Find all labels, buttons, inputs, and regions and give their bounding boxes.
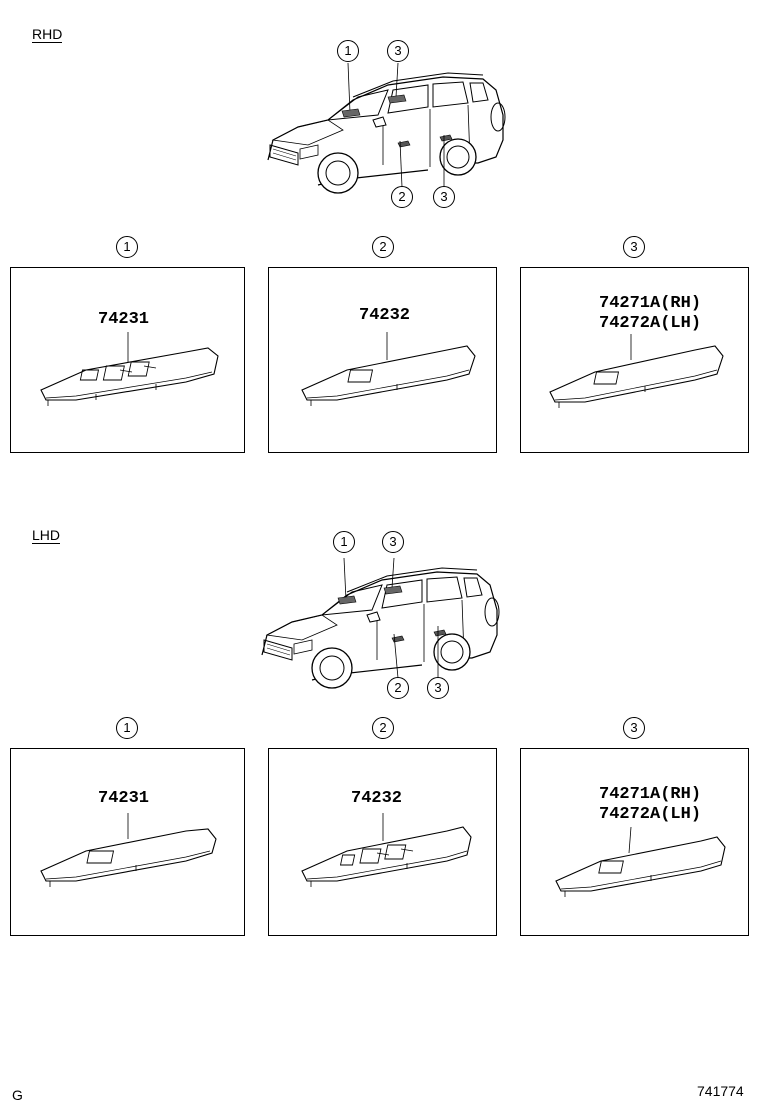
part-panel-rhd-2: 74232 (268, 267, 497, 453)
door-switch-icon (301, 332, 476, 406)
part-panel-rhd-1: 74231 (10, 267, 245, 453)
car-illustration-rhd (267, 62, 506, 194)
part-panel-rhd-3: 74271A(RH) 74272A(LH) (520, 267, 749, 453)
door-switch-icon (40, 813, 217, 887)
panel-callout-1: 1 (116, 236, 138, 258)
part-number-rh: 74271A(RH) (599, 785, 702, 804)
section-label-lhd: LHD (32, 527, 61, 544)
part-number: 74232 (351, 789, 403, 808)
diagram-number: 741774 (697, 1083, 744, 1099)
door-switch-icon (549, 334, 724, 408)
car-callout-1: 1 (337, 40, 359, 62)
part-number-rh: 74271A(RH) (599, 294, 702, 313)
panel-callout-3: 3 (623, 236, 645, 258)
master-switch-icon (301, 813, 472, 887)
footer-left-code: G (12, 1087, 23, 1103)
part-number-lh: 74272A(LH) (599, 805, 702, 824)
car-callout-3b: 3 (427, 677, 449, 699)
part-panel-lhd-1: 74231 (10, 748, 245, 936)
part-number: 74231 (98, 310, 150, 329)
section-label-rhd: RHD (32, 26, 63, 43)
panel-callout-1: 1 (116, 717, 138, 739)
car-callout-3: 3 (387, 40, 409, 62)
car-callout-2: 2 (391, 186, 413, 208)
part-number: 74232 (359, 306, 411, 325)
part-number: 74231 (98, 789, 150, 808)
car-callout-2: 2 (387, 677, 409, 699)
car-callout-3: 3 (382, 531, 404, 553)
door-switch-icon (555, 826, 726, 897)
car-illustration-lhd (261, 557, 500, 689)
part-number-lh: 74272A(LH) (599, 314, 702, 333)
car-callout-3b: 3 (433, 186, 455, 208)
car-callout-1: 1 (333, 531, 355, 553)
master-switch-icon (40, 332, 219, 406)
panel-callout-2: 2 (372, 717, 394, 739)
part-panel-lhd-2: 74232 (268, 748, 497, 936)
part-panel-lhd-3: 74271A(RH) 74272A(LH) (520, 748, 749, 936)
panel-callout-3: 3 (623, 717, 645, 739)
panel-callout-2: 2 (372, 236, 394, 258)
